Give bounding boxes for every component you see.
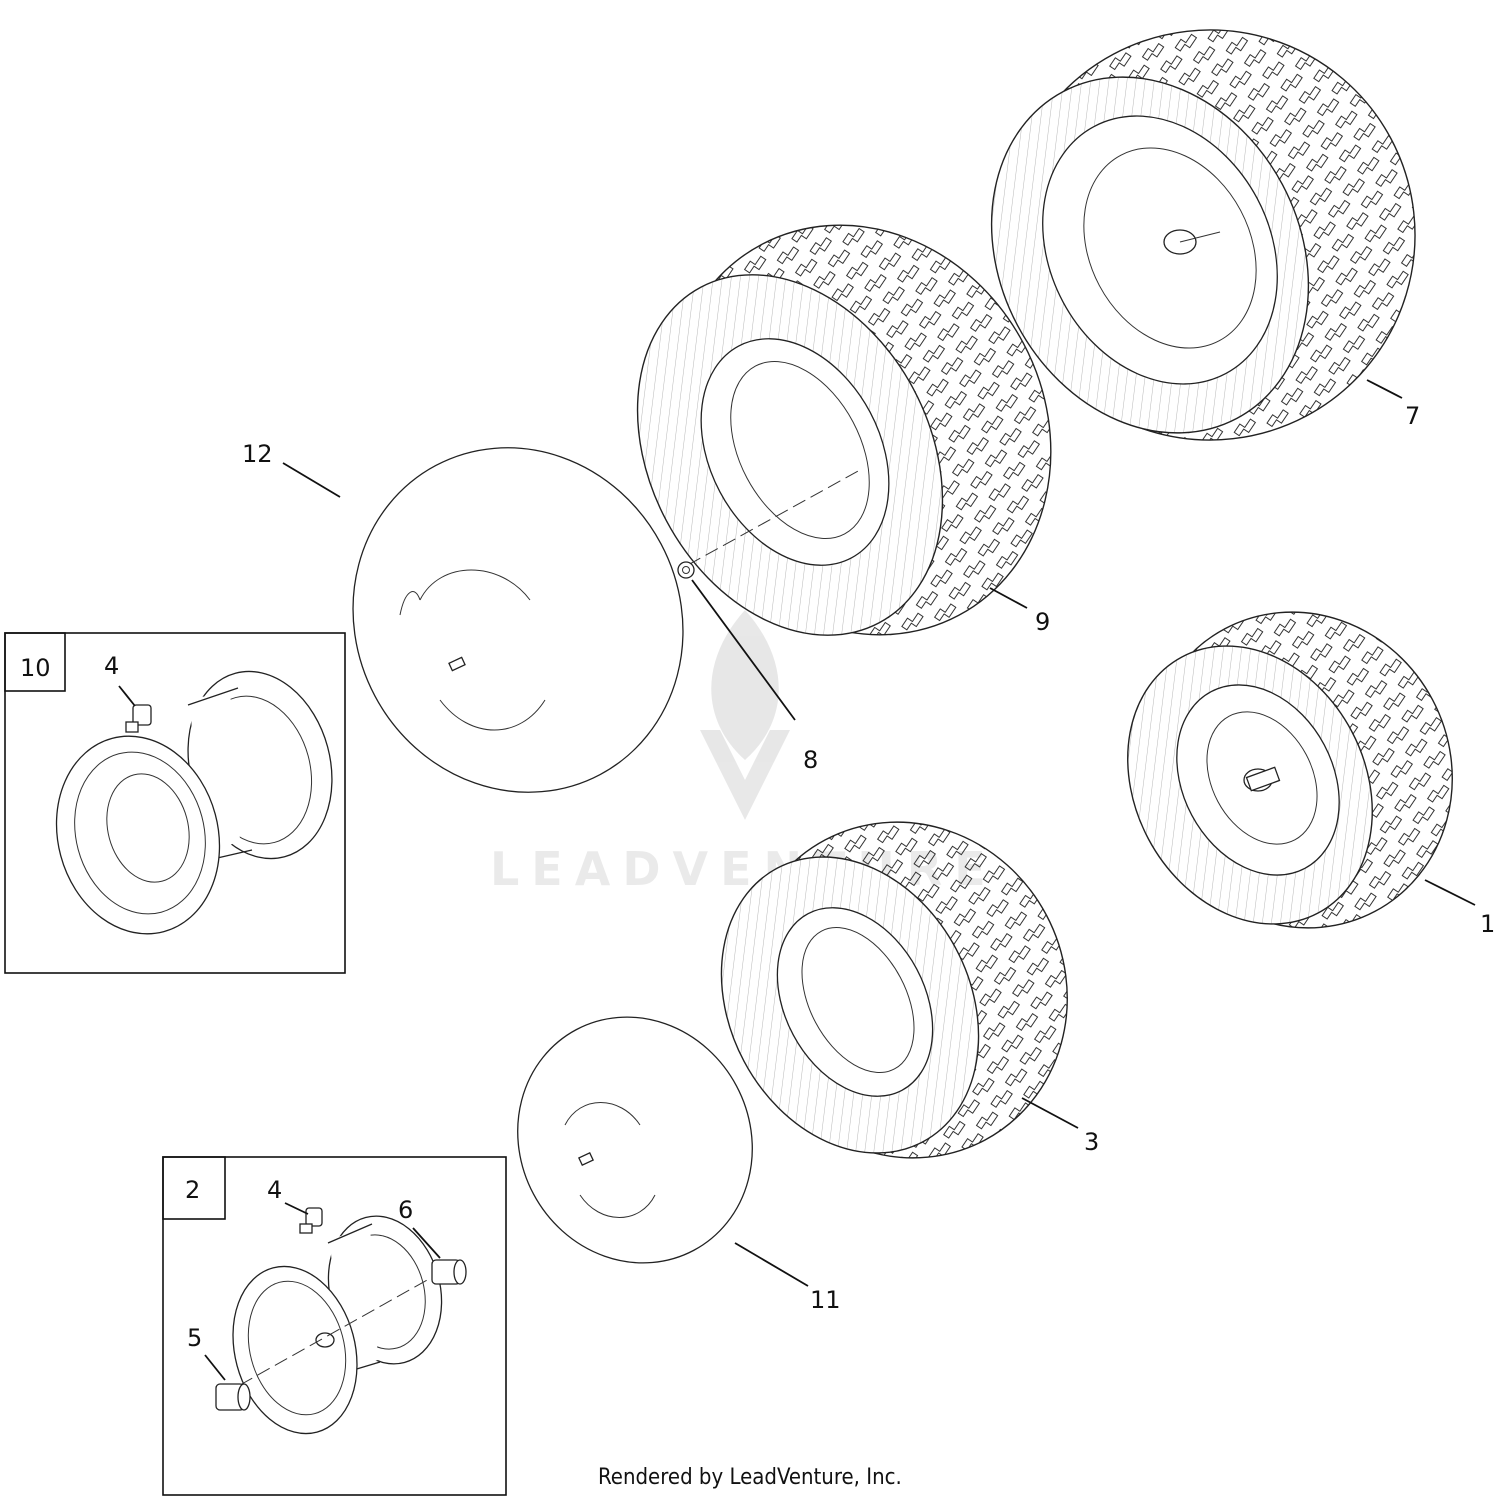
watermark-logo (700, 610, 790, 820)
valve-stem-4-box10[interactable] (125, 704, 152, 733)
inner-tube-12[interactable] (293, 389, 743, 850)
label-box-2 (162, 1156, 226, 1220)
rim-assembly-box-2 (162, 1156, 507, 1496)
tire-9[interactable] (577, 158, 1122, 703)
inner-tube-11[interactable] (475, 976, 795, 1305)
rim-assembly-box-10 (4, 632, 346, 974)
callout-7: 7 (1405, 402, 1420, 430)
callout-1: 1 (1480, 910, 1495, 938)
callout-4-box2: 4 (267, 1176, 282, 1204)
valve-stem-8[interactable] (677, 561, 695, 579)
callout-3: 3 (1084, 1128, 1099, 1156)
rim-2[interactable] (215, 1203, 457, 1447)
footer-credit: Rendered by LeadVenture, Inc. (598, 1465, 902, 1490)
tire-3[interactable] (671, 765, 1126, 1215)
tire-7[interactable] (931, 0, 1488, 512)
label-box-10 (4, 632, 66, 692)
callout-6: 6 (398, 1196, 413, 1224)
callout-9: 9 (1035, 608, 1050, 636)
callout-12: 12 (242, 440, 273, 468)
valve-stem-4-box2[interactable] (299, 1207, 323, 1234)
callout-5: 5 (187, 1324, 202, 1352)
tire-1[interactable] (1080, 558, 1500, 981)
rim-10[interactable] (35, 655, 352, 952)
callout-10: 10 (20, 654, 51, 682)
callout-4-box10: 4 (104, 652, 119, 680)
callout-2: 2 (185, 1176, 200, 1204)
bearing-6[interactable] (431, 1259, 467, 1285)
leader-lines (118, 379, 1476, 1381)
callout-8: 8 (803, 746, 818, 774)
callout-11: 11 (810, 1286, 841, 1314)
bearing-5[interactable] (215, 1383, 251, 1411)
